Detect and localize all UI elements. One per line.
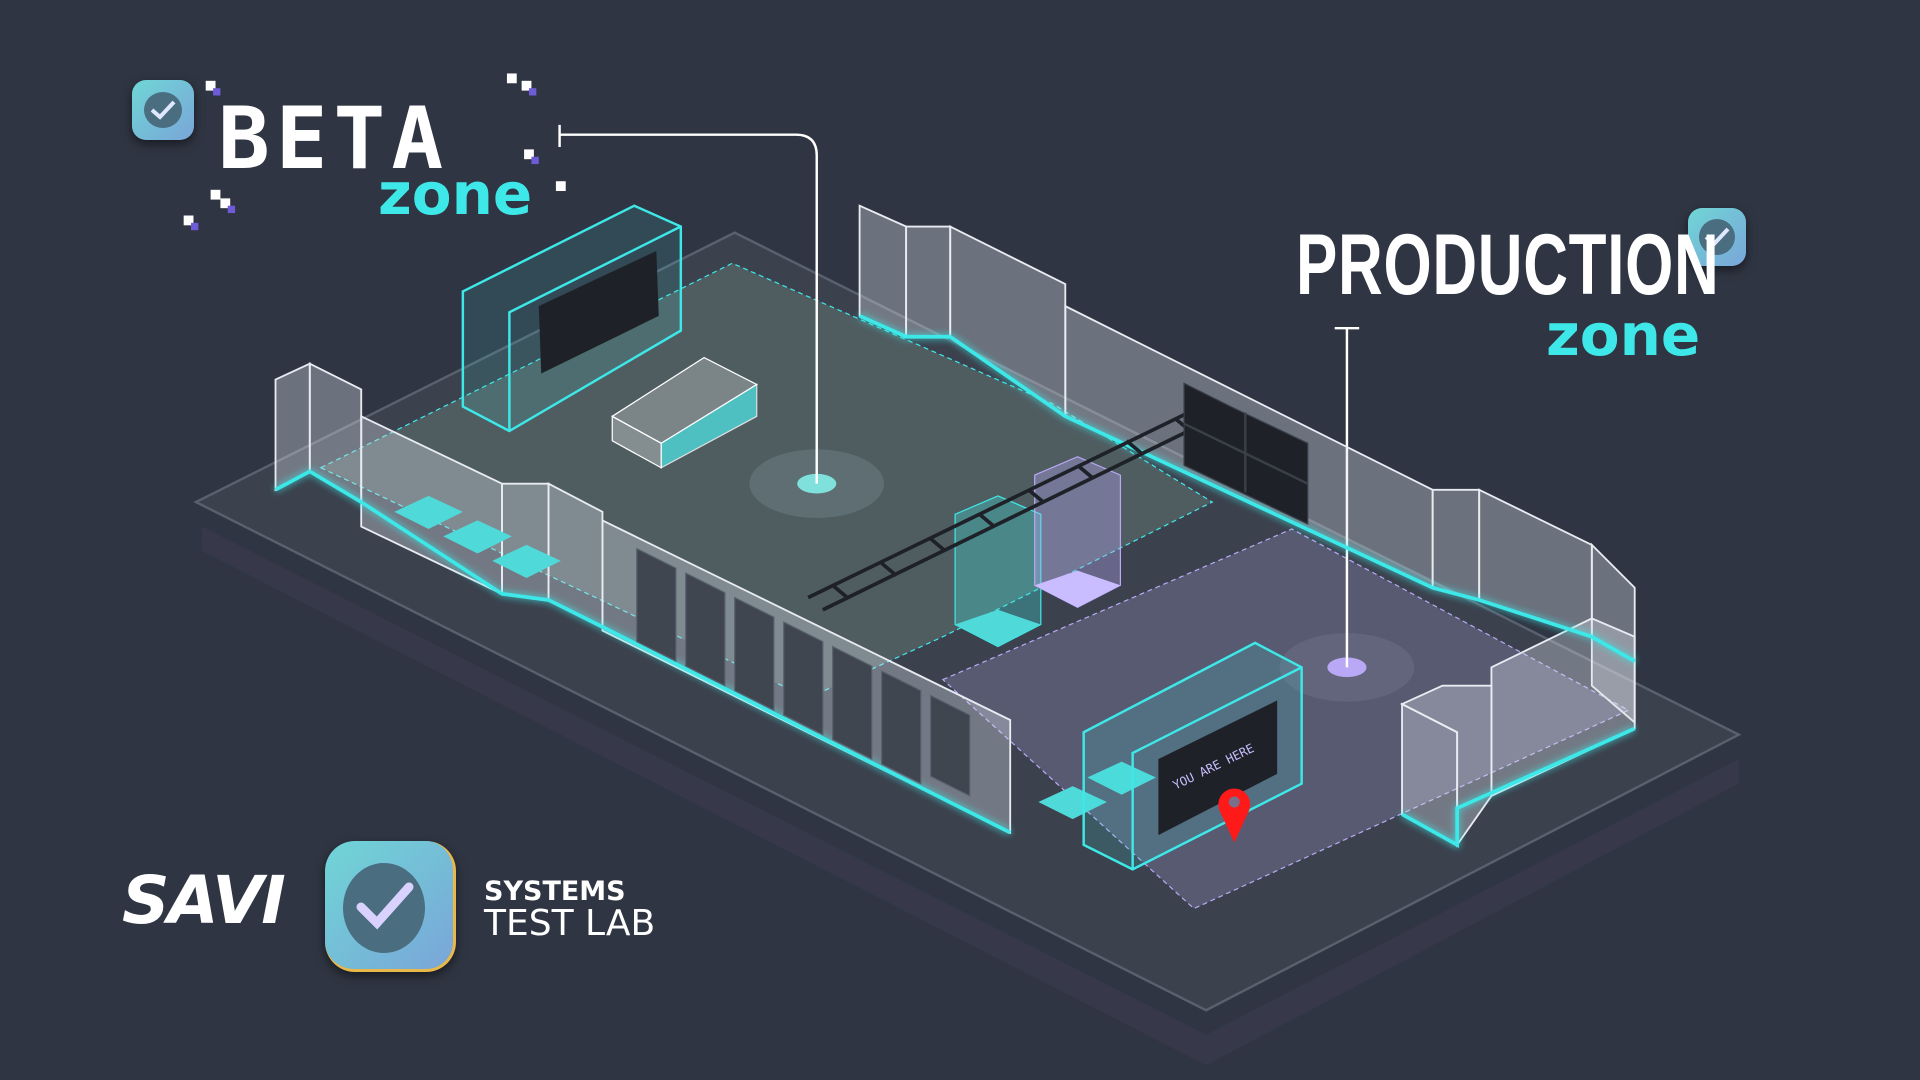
savi-logo: SAVI (122, 862, 286, 939)
beta-pointer-line (558, 124, 818, 484)
beta-check-badge-icon (132, 80, 194, 140)
cable-bridge (807, 402, 1220, 612)
production-check-badge-icon (1688, 208, 1746, 266)
wall-glow-lines (274, 314, 1636, 849)
beta-zone-title: BETA (218, 89, 450, 189)
beta-zone-subtitle: zone (378, 160, 533, 228)
production-video-wall (1183, 382, 1309, 526)
production-floor (941, 528, 1630, 910)
production-kiosk: YOU ARE HERE (1082, 641, 1303, 871)
production-pointer-line (1334, 326, 1360, 668)
systems-test-lab-app-icon (325, 841, 456, 972)
front-wall-panels (636, 547, 971, 797)
pixel-decorations (183, 73, 566, 231)
production-zone-title: PRODUCTION (1296, 217, 1720, 313)
beta-display-case (461, 204, 758, 469)
location-pin-icon (1218, 788, 1251, 843)
brand-line-systems: SYSTEMS (484, 876, 626, 907)
brand-line-test-lab: TEST LAB (484, 903, 656, 944)
floor-tiles (394, 495, 1156, 820)
production-zone-subtitle: zone (1546, 301, 1701, 369)
